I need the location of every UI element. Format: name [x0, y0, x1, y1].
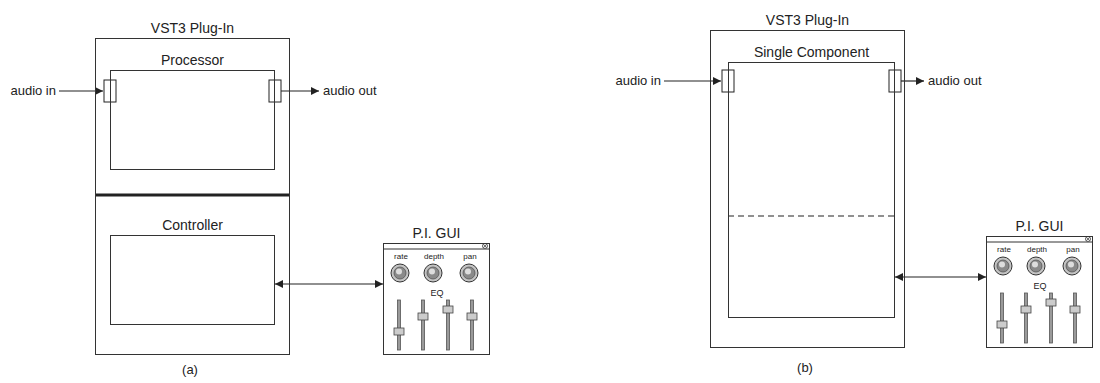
processor-box: Processor [110, 70, 275, 170]
window-title: P.I. GUI [413, 225, 461, 241]
gui-controls [383, 244, 490, 351]
double-arrow [275, 283, 383, 284]
signal-label: audio out [323, 83, 377, 99]
section-label: EQ [1033, 281, 1046, 291]
output-port [889, 70, 901, 92]
controller-box: Controller [110, 235, 275, 325]
knob-label: pan [1066, 245, 1079, 255]
signal-arrow [664, 80, 721, 81]
signal-label: audio in [615, 73, 661, 89]
divider-line [95, 194, 290, 197]
knob-label: rate [394, 252, 408, 262]
knob-label: depth [424, 252, 444, 262]
output-port [269, 80, 281, 102]
knob-label: rate [997, 245, 1011, 255]
gui-controls [986, 237, 1093, 344]
box-heading: Controller [162, 217, 223, 233]
window-title: P.I. GUI [1016, 218, 1064, 234]
component-box: Single Component [728, 62, 895, 318]
box-heading: VST3 Plug-In [151, 20, 234, 36]
panel-caption: (b) [797, 360, 813, 376]
signal-label: audio out [928, 73, 982, 89]
signal-arrow [59, 90, 103, 91]
dashed-divider [728, 215, 895, 216]
signal-arrow [281, 90, 319, 91]
box-heading: Single Component [754, 44, 869, 60]
panel-caption: (a) [182, 362, 198, 378]
plugin-box: VST3 Plug-InSingle Component [710, 30, 905, 348]
box-heading: VST3 Plug-In [766, 12, 849, 28]
knob-label: depth [1027, 245, 1047, 255]
double-arrow [895, 276, 986, 277]
box-heading: Processor [161, 52, 224, 68]
plugin-box: VST3 Plug-InProcessorController [95, 38, 290, 355]
gui-window: P.I. GUIratedepthpanEQ [383, 243, 490, 355]
signal-label: audio in [10, 83, 56, 99]
knob-label: pan [463, 252, 476, 262]
section-label: EQ [430, 288, 443, 298]
gui-window: P.I. GUIratedepthpanEQ [986, 236, 1093, 348]
